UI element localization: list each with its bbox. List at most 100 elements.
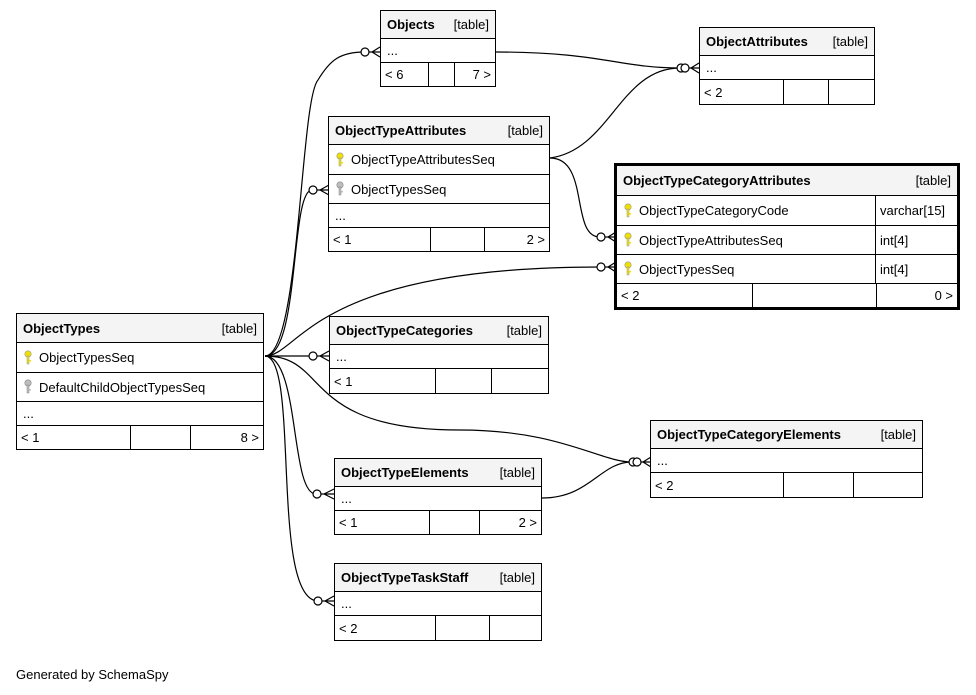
table-objecttypecategoryattributes[interactable]: ObjectTypeCategoryAttributes [table] Obj… xyxy=(614,163,960,310)
column-row: ObjectTypesSeq int[4] xyxy=(617,255,957,284)
footer-spacer xyxy=(431,228,485,251)
edge-objecttypes-objecttypeelements xyxy=(264,355,317,495)
footer-spacer xyxy=(784,473,854,497)
table-objecttypetaskstaff[interactable]: ObjectTypeTaskStaff [table] ... < 2 xyxy=(334,563,542,641)
column-name: ObjectTypeAttributesSeq xyxy=(351,152,495,167)
crows-foot-categoryattributes-2 xyxy=(596,261,617,273)
table-tag: [table] xyxy=(499,570,535,585)
column-row: DefaultChildObjectTypesSeq xyxy=(17,373,263,402)
child-count: 0 > xyxy=(934,288,953,303)
table-name: ObjectTypes xyxy=(23,320,101,336)
edge-objecttypes-categoryattributes xyxy=(264,266,601,357)
child-count xyxy=(829,80,874,104)
table-objecttypecategories[interactable]: ObjectTypeCategories [table] ... < 1 xyxy=(329,316,549,394)
table-tag: [table] xyxy=(832,34,868,49)
column-name: ObjectTypesSeq xyxy=(39,350,135,365)
table-name: ObjectTypeAttributes xyxy=(335,123,467,138)
table-footer: < 1 2 > xyxy=(335,511,541,534)
table-objects[interactable]: Objects [table] ... < 6 7 > xyxy=(380,10,496,87)
table-name: ObjectTypeCategoryAttributes xyxy=(623,173,811,188)
crows-foot-objects xyxy=(360,46,381,58)
columns-ellipsis: ... xyxy=(700,56,874,80)
column-row: ObjectTypeAttributesSeq int[4] xyxy=(617,226,957,255)
columns-ellipsis: ... xyxy=(17,402,263,426)
ellipsis-text: ... xyxy=(341,596,352,611)
columns-ellipsis: ... xyxy=(651,449,922,473)
table-tag: [table] xyxy=(221,320,257,336)
table-tag: [table] xyxy=(880,427,916,442)
parent-count: < 6 xyxy=(381,63,429,86)
child-count xyxy=(492,369,548,393)
parent-count: < 1 xyxy=(329,228,431,251)
table-footer: < 2 xyxy=(700,80,874,104)
table-tag: [table] xyxy=(499,465,535,480)
footer-spacer xyxy=(131,426,191,449)
parent-count: < 2 xyxy=(651,473,784,497)
ellipsis-text: ... xyxy=(657,453,668,468)
footer-spacer xyxy=(429,63,455,86)
primary-key-icon xyxy=(624,261,632,276)
column-type: int[4] xyxy=(875,255,957,283)
ellipsis-text: ... xyxy=(335,208,346,223)
edge-objects-objectattributes xyxy=(495,51,681,69)
table-header: ObjectTypeCategoryElements [table] xyxy=(651,421,922,449)
edge-objecttypeattributes-categoryattributes xyxy=(549,157,601,238)
column-name: ObjectTypesSeq xyxy=(351,181,447,197)
ellipsis-text: ... xyxy=(336,349,347,364)
edge-objecttypeattributes-objectattributes xyxy=(549,67,681,159)
edge-objecttypes-objecttypetaskstaff xyxy=(264,355,319,602)
table-footer: < 2 xyxy=(651,473,922,497)
crows-foot-objecttypeattributes xyxy=(308,184,330,196)
footer-spacer xyxy=(784,80,829,104)
footer-spacer xyxy=(430,511,480,534)
primary-key-icon xyxy=(624,232,632,247)
column-name: ObjectTypeAttributesSeq xyxy=(639,232,783,248)
table-header: ObjectTypes [table] xyxy=(17,314,263,343)
table-footer: < 1 2 > xyxy=(329,228,549,251)
table-footer: < 2 xyxy=(335,616,541,640)
columns-ellipsis: ... xyxy=(381,39,495,63)
table-header: ObjectAttributes [table] xyxy=(700,28,874,56)
crows-foot-objecttypetaskstaff xyxy=(313,595,335,607)
table-objecttypeelements[interactable]: ObjectTypeElements [table] ... < 1 2 > xyxy=(334,458,542,535)
table-objecttypecategoryelements[interactable]: ObjectTypeCategoryElements [table] ... <… xyxy=(650,420,923,498)
table-tag: [table] xyxy=(915,173,951,188)
parent-count: < 2 xyxy=(335,616,436,640)
table-header: ObjectTypeTaskStaff [table] xyxy=(335,564,541,592)
child-count: 2 > xyxy=(526,232,545,247)
columns-ellipsis: ... xyxy=(335,592,541,616)
footer-spacer xyxy=(436,616,490,640)
table-objecttypeattributes[interactable]: ObjectTypeAttributes [table] ObjectTypeA… xyxy=(328,116,550,252)
table-name: ObjectAttributes xyxy=(706,34,808,49)
column-type: int[4] xyxy=(875,226,957,254)
table-header: ObjectTypeCategories [table] xyxy=(330,317,548,345)
generated-by-label: Generated by SchemaSpy xyxy=(16,667,169,682)
parent-count: < 2 xyxy=(700,80,784,104)
table-footer: < 1 xyxy=(330,369,548,393)
primary-key-icon xyxy=(24,349,32,364)
columns-ellipsis: ... xyxy=(330,345,548,369)
table-objecttypes[interactable]: ObjectTypes [table] ObjectTypesSeq Defau… xyxy=(16,313,264,450)
primary-key-icon xyxy=(624,202,632,217)
columns-ellipsis: ... xyxy=(335,487,541,511)
parent-count: < 1 xyxy=(335,511,430,534)
edge-objecttypes-categoryelements xyxy=(264,355,633,463)
table-tag: [table] xyxy=(506,323,542,338)
column-name: DefaultChildObjectTypesSeq xyxy=(39,379,206,395)
edge-objecttypes-objects xyxy=(264,51,366,357)
table-objectattributes[interactable]: ObjectAttributes [table] ... < 2 xyxy=(699,27,875,105)
table-name: ObjectTypeTaskStaff xyxy=(341,570,469,585)
ellipsis-text: ... xyxy=(341,491,352,506)
ellipsis-text: ... xyxy=(23,406,34,421)
table-header: ObjectTypeCategoryAttributes [table] xyxy=(617,166,957,196)
table-header: ObjectTypeAttributes [table] xyxy=(329,117,549,145)
child-count xyxy=(490,616,541,640)
footer-spacer xyxy=(436,369,492,393)
table-header: ObjectTypeElements [table] xyxy=(335,459,541,487)
table-name: ObjectTypeElements xyxy=(341,465,469,480)
child-count: 7 > xyxy=(472,67,491,82)
column-row: ObjectTypeCategoryCode varchar[15] xyxy=(617,196,957,226)
table-tag: [table] xyxy=(507,123,543,138)
table-name: ObjectTypeCategories xyxy=(336,323,474,338)
